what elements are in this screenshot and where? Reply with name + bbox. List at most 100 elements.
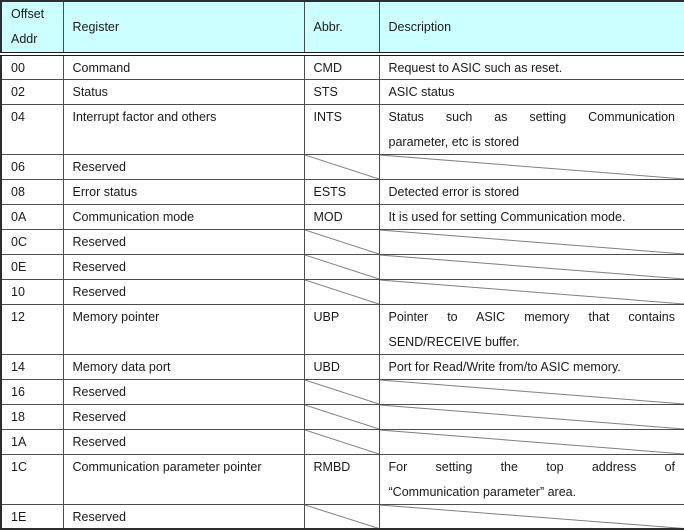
offset-cell: 12 [1, 304, 63, 354]
description-line: For setting the top address of [389, 460, 676, 475]
description-cell: Request to ASIC such as reset. [379, 54, 684, 79]
description-cell [379, 429, 684, 454]
description-cell [379, 154, 684, 179]
register-cell: Memory pointer [63, 304, 304, 354]
offset-cell: 18 [1, 404, 63, 429]
abbr-cell: UBD [304, 354, 379, 379]
offset-cell: 14 [1, 354, 63, 379]
description-cell: For setting the top address of“Communica… [379, 454, 684, 504]
abbr-cell [304, 279, 379, 304]
description-line: Request to ASIC such as reset. [389, 61, 676, 76]
offset-cell: 00 [1, 54, 63, 79]
reserved-diagonal-icon [305, 255, 379, 279]
register-cell: Error status [63, 179, 304, 204]
register-cell: Reserved [63, 429, 304, 454]
header-offset-line1: Offset [11, 2, 54, 27]
reserved-diagonal-icon [380, 380, 684, 404]
description-line: Detected error is stored [389, 185, 676, 200]
description-cell: It is used for setting Communication mod… [379, 204, 684, 229]
register-cell: Communication parameter pointer [63, 454, 304, 504]
description-line: Pointer to ASIC memory that contains [389, 310, 676, 325]
description-line: SEND/RECEIVE buffer. [389, 335, 676, 350]
register-cell: Status [63, 79, 304, 104]
register-cell: Communication mode [63, 204, 304, 229]
description-cell [379, 279, 684, 304]
register-cell: Memory data port [63, 354, 304, 379]
offset-cell: 16 [1, 379, 63, 404]
reserved-diagonal-icon [305, 430, 379, 454]
abbr-cell [304, 429, 379, 454]
header-row: Offset Addr Register Abbr. Description [1, 1, 684, 54]
header-register: Register [63, 1, 304, 54]
offset-cell: 0C [1, 229, 63, 254]
abbr-cell: MOD [304, 204, 379, 229]
table-header: Offset Addr Register Abbr. Description [1, 1, 684, 54]
description-line: ASIC status [389, 85, 676, 100]
offset-cell: 08 [1, 179, 63, 204]
abbr-cell: ESTS [304, 179, 379, 204]
header-abbr: Abbr. [304, 1, 379, 54]
abbr-cell: RMBD [304, 454, 379, 504]
description-cell [379, 254, 684, 279]
offset-cell: 1A [1, 429, 63, 454]
reserved-diagonal-icon [380, 255, 684, 279]
header-offset-line2: Addr [11, 27, 54, 52]
offset-cell: 1E [1, 504, 63, 529]
register-cell: Command [63, 54, 304, 79]
reserved-diagonal-icon [305, 405, 379, 429]
register-cell: Reserved [63, 404, 304, 429]
register-cell: Reserved [63, 279, 304, 304]
description-cell [379, 379, 684, 404]
register-cell: Reserved [63, 229, 304, 254]
abbr-cell: INTS [304, 104, 379, 154]
abbr-cell [304, 254, 379, 279]
description-cell [379, 229, 684, 254]
register-cell: Reserved [63, 254, 304, 279]
header-description: Description [379, 1, 684, 54]
reserved-diagonal-icon [380, 430, 684, 454]
reserved-diagonal-icon [305, 280, 379, 304]
header-offset-addr: Offset Addr [1, 1, 63, 54]
register-cell: Reserved [63, 379, 304, 404]
register-cell: Reserved [63, 154, 304, 179]
offset-cell: 02 [1, 79, 63, 104]
description-line: Port for Read/Write from/to ASIC memory. [389, 360, 676, 375]
abbr-cell: UBP [304, 304, 379, 354]
register-cell: Reserved [63, 504, 304, 529]
description-cell: Detected error is stored [379, 179, 684, 204]
offset-cell: 06 [1, 154, 63, 179]
description-cell: Status such as setting Communication para… [379, 104, 684, 154]
abbr-cell [304, 504, 379, 529]
offset-cell: 1C [1, 454, 63, 504]
register-cell: Interrupt factor and others [63, 104, 304, 154]
offset-cell: 04 [1, 104, 63, 154]
description-line: parameter, etc is stored [389, 135, 676, 150]
reserved-diagonal-icon [380, 155, 684, 179]
offset-cell: 10 [1, 279, 63, 304]
abbr-cell [304, 404, 379, 429]
abbr-cell [304, 379, 379, 404]
reserved-diagonal-icon [380, 280, 684, 304]
description-cell [379, 404, 684, 429]
reserved-diagonal-icon [305, 155, 379, 179]
abbr-cell [304, 154, 379, 179]
description-line: Status such as setting Communication [389, 110, 676, 125]
reserved-diagonal-icon [305, 380, 379, 404]
